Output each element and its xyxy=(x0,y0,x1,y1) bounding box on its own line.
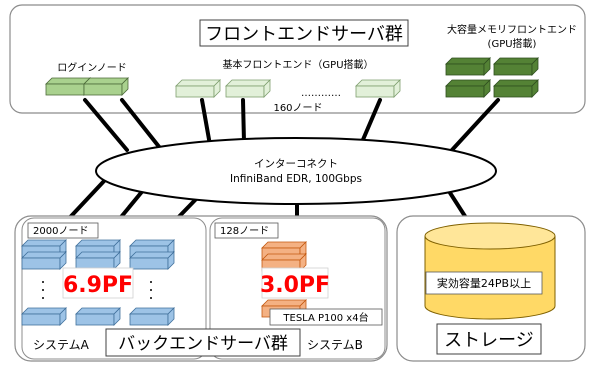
system-b-perf: 3.0PF xyxy=(260,273,330,298)
interconnect-label: インターコネクト xyxy=(254,158,338,170)
system-a-name: システムA xyxy=(33,338,90,352)
interconnect-spec: InfiniBand EDR, 100Gbps xyxy=(230,173,362,185)
system-b-nodes-box xyxy=(214,222,279,239)
storage-cylinder xyxy=(424,222,556,320)
system-a-nodes: 2000ノード xyxy=(33,226,88,237)
basic-frontend-dots: ………… xyxy=(301,88,341,99)
backend-group-label: バックエンドサーバ群 xyxy=(118,334,288,354)
system-b-nodes: 128ノード xyxy=(220,226,269,237)
largemem-frontend-label-line1: 大容量メモリフロントエンド xyxy=(447,23,577,36)
basic-frontend-count: 160ノード xyxy=(273,103,322,114)
storage-name-box xyxy=(436,323,542,355)
system-a-perf: 6.9PF xyxy=(63,273,133,298)
storage-capacity: 実効容量24PB以上 xyxy=(437,276,531,290)
frontend-group-label-box xyxy=(199,19,409,47)
interconnect-ellipse xyxy=(95,137,497,205)
system-a-vertical-dots xyxy=(42,281,152,299)
system-a-nodes-box xyxy=(27,222,99,239)
frontend-region xyxy=(9,4,586,114)
system-b-gpu: TESLA P100 x4台 xyxy=(282,311,368,324)
system-b-name: システムB xyxy=(307,338,363,352)
basic-frontend-label: 基本フロントエンド（GPU搭載） xyxy=(222,58,373,71)
login-node-label: ログインノード xyxy=(57,61,127,74)
backend-group-label-box xyxy=(105,328,301,357)
frontend-group-label: フロントエンドサーバ群 xyxy=(205,24,403,45)
system-b-perf-box xyxy=(261,267,329,299)
system-b-gpu-box xyxy=(269,308,383,326)
system-a-perf-box xyxy=(62,267,134,299)
login-node-servers xyxy=(45,77,129,96)
largemem-frontend-label-line2: (GPU搭載) xyxy=(488,37,537,50)
storage-name: ストレージ xyxy=(444,330,534,351)
storage-capacity-box xyxy=(425,271,543,295)
